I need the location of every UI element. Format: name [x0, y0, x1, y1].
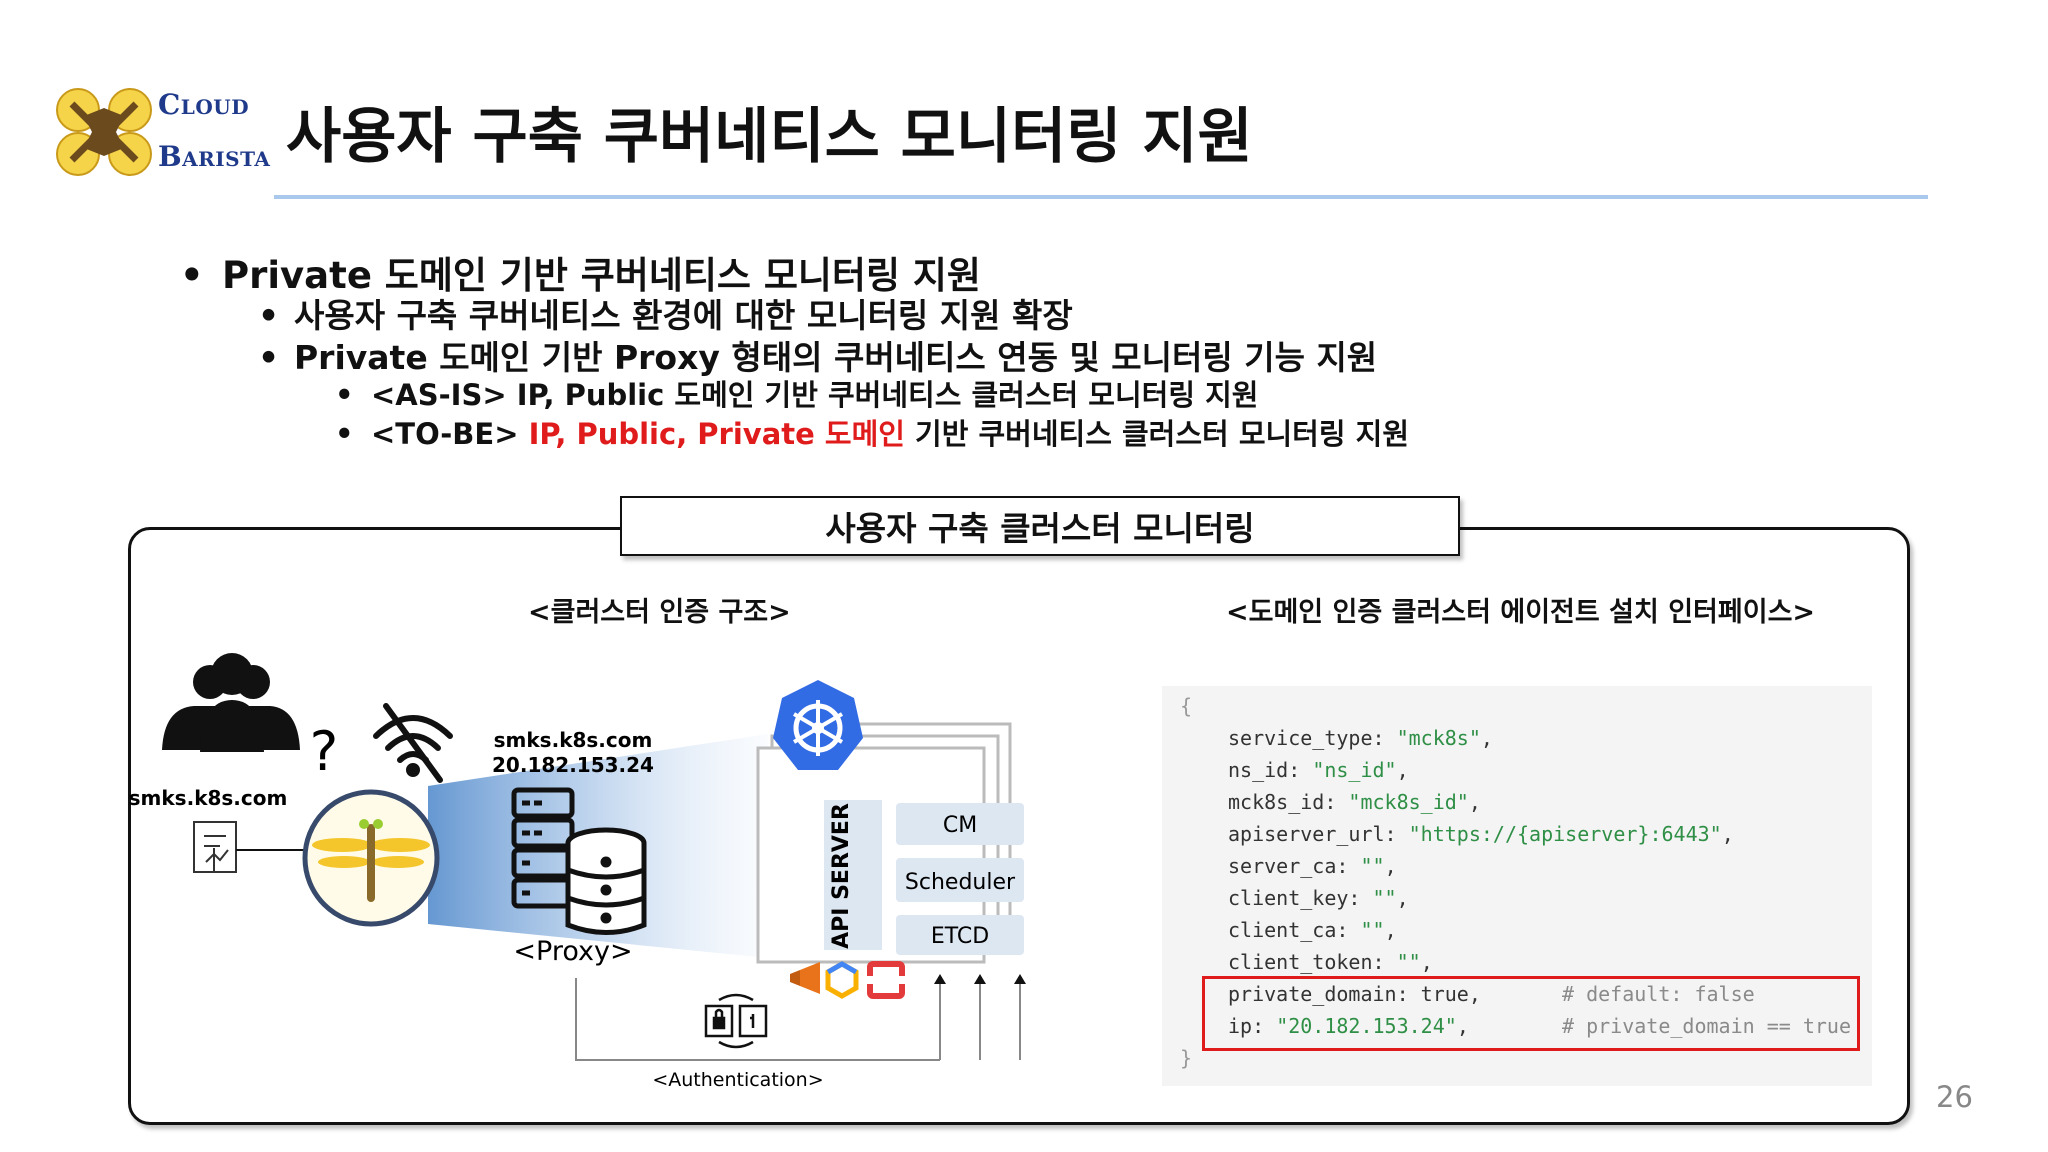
- bullet-text: Private 도메인 기반 쿠버네티스 모니터링 지원: [222, 254, 981, 297]
- code-key: client_token: [1228, 950, 1373, 974]
- cm-label: CM: [943, 813, 977, 838]
- wifi-off-icon: [373, 703, 453, 783]
- code-key: service_type: [1228, 726, 1373, 750]
- scheduler-label: Scheduler: [905, 870, 1016, 895]
- code-value: "https://{apiserver}:6443": [1408, 822, 1722, 846]
- bullet-text-highlight: IP, Public, Private 도메인: [528, 417, 905, 451]
- bullet-text: 사용자 구축 쿠버네티스 환경에 대한 모니터링 지원 확장: [294, 296, 1073, 335]
- users-icon: [162, 653, 300, 752]
- code-value: "20.182.153.24": [1276, 1014, 1457, 1038]
- private-domain-highlight-box: [1202, 976, 1860, 1051]
- proxy-server-icon: [511, 787, 647, 935]
- up-arrow: [974, 974, 986, 984]
- title-underline: [274, 195, 1928, 199]
- up-arrow: [1014, 974, 1026, 984]
- dragonfly-icon: [302, 789, 440, 927]
- bullet-level3: •<AS-IS> IP, Public 도메인 기반 쿠버네티스 클러스터 모니…: [335, 378, 1259, 412]
- code-value: "": [1360, 854, 1385, 878]
- logo-text-cloud: Cloud: [158, 88, 250, 121]
- code-value: "": [1396, 950, 1421, 974]
- cm-box: [896, 803, 1024, 845]
- code-value: "mck8s_id": [1348, 790, 1469, 814]
- kubernetes-icon: [773, 680, 863, 770]
- code-comment: # private_domain == true: [1562, 1014, 1851, 1038]
- code-value: "ns_id": [1312, 758, 1397, 782]
- code-line: apiserver_url: "https://{apiserver}:6443…: [1228, 822, 1734, 846]
- bullet-level1: •Private 도메인 기반 쿠버네티스 모니터링 지원: [180, 254, 981, 297]
- code-key: mck8s_id: [1228, 790, 1325, 814]
- user-domain-label: smks.k8s.com: [129, 786, 288, 810]
- code-key: ns_id: [1228, 758, 1289, 782]
- code-line: client_ca: "",: [1228, 918, 1397, 942]
- code-open-brace: {: [1180, 694, 1193, 718]
- panel-title: 사용자 구축 클러스터 모니터링: [620, 496, 1460, 556]
- bullet-level2: •사용자 구축 쿠버네티스 환경에 대한 모니터링 지원 확장: [258, 296, 1073, 335]
- aws-icon: [790, 962, 820, 994]
- gcp-icon: [825, 961, 859, 999]
- bullet-text-prefix: <TO-BE>: [371, 417, 529, 451]
- cluster-auth-subtitle: <클러스터 인증 구조>: [528, 597, 791, 628]
- code-key: server_ca: [1228, 854, 1337, 878]
- code-line: ip: "20.182.153.24",: [1228, 1014, 1469, 1038]
- api-server-box: [824, 800, 882, 950]
- code-line: client_token: "",: [1228, 950, 1433, 974]
- etcd-box: [896, 915, 1024, 955]
- code-value: "": [1360, 918, 1385, 942]
- code-line: service_type: "mck8s",: [1228, 726, 1493, 750]
- code-key: client_ca: [1228, 918, 1337, 942]
- code-line: private_domain: true,: [1228, 982, 1481, 1006]
- proxy-ip-label: 20.182.153.24: [492, 753, 654, 777]
- up-arrow: [934, 974, 946, 984]
- authentication-label: <Authentication>: [652, 1069, 823, 1091]
- code-line: client_key: "",: [1228, 886, 1409, 910]
- question-mark: ?: [310, 720, 339, 783]
- scheduler-box: [896, 858, 1024, 902]
- code-close-brace: }: [1180, 1046, 1193, 1070]
- code-value: "": [1372, 886, 1397, 910]
- bullet-level2: •Private 도메인 기반 Proxy 형태의 쿠버네티스 연동 및 모니터…: [258, 338, 1378, 377]
- openstack-icon: [864, 961, 908, 999]
- etcd-label: ETCD: [931, 924, 989, 949]
- authentication-icon: [704, 993, 768, 1049]
- code-value: "mck8s": [1396, 726, 1481, 750]
- api-server-label: API SERVER: [829, 803, 854, 949]
- proxy-domain-label: smks.k8s.com: [494, 728, 653, 752]
- bullet-level3: •<TO-BE> IP, Public, Private 도메인 기반 쿠버네티…: [335, 417, 1409, 451]
- cloud-barista-logo-icon: [56, 88, 152, 176]
- auth-flow-lines: [575, 978, 1021, 1061]
- code-value: true: [1420, 982, 1469, 1006]
- proxy-label: <Proxy>: [513, 936, 632, 967]
- bullet-text-suffix: 기반 쿠버네티스 클러스터 모니터링 지원: [904, 417, 1409, 451]
- cloud-provider-icons: [790, 961, 908, 999]
- code-key: apiserver_url: [1228, 822, 1385, 846]
- agent-config-code: { service_type: "mck8s", ns_id: "ns_id",m…: [1162, 686, 1872, 1086]
- logo-text-barista: Barista: [158, 140, 271, 173]
- page-number: 26: [1936, 1080, 1973, 1114]
- agent-interface-subtitle: <도메인 인증 클러스터 에이전트 설치 인터페이스>: [1226, 597, 1816, 628]
- code-key: client_key: [1228, 886, 1349, 910]
- code-line: mck8s_id: "mck8s_id",: [1228, 790, 1481, 814]
- bullet-text: <AS-IS> IP, Public 도메인 기반 쿠버네티스 클러스터 모니터…: [371, 378, 1259, 412]
- code-key: ip: [1228, 1014, 1253, 1038]
- code-line: ns_id: "ns_id",: [1228, 758, 1409, 782]
- cluster-auth-diagram: smks.k8s.com ?: [129, 653, 1026, 1091]
- code-key: private_domain: [1228, 982, 1397, 1006]
- code-line: server_ca: "",: [1228, 854, 1397, 878]
- slide-title: 사용자 구축 쿠버네티스 모니터링 지원: [286, 102, 1253, 172]
- bullet-text: Private 도메인 기반 Proxy 형태의 쿠버네티스 연동 및 모니터링…: [294, 338, 1378, 377]
- code-comment: # default: false: [1562, 982, 1755, 1006]
